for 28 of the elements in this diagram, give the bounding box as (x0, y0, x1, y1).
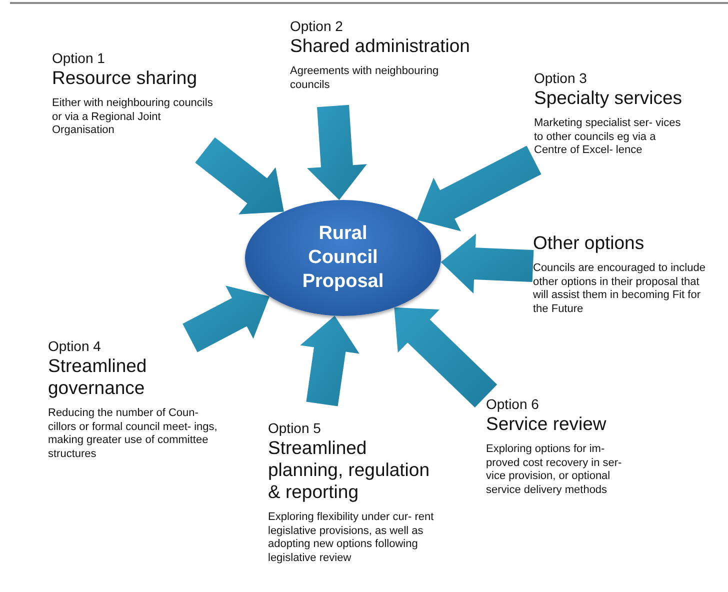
option-description: Either with neighbouring councils or via a Regional Joint Organisation (52, 97, 214, 138)
option-number: Option 4 (48, 338, 102, 355)
option-title: Resource sharing (52, 67, 198, 89)
block-arrow (300, 316, 360, 406)
option-title: Streamlined planning, regulation & reporting (268, 437, 430, 503)
option-description: Reducing the number of Coun- cillors or formal council meet- ings, making greater use of committee structures (48, 407, 218, 461)
option-number: Option 5 (268, 420, 322, 437)
block-arrow (440, 234, 534, 294)
block-arrow (182, 286, 270, 352)
option-title: Other options (533, 232, 646, 254)
option-number: Option 1 (52, 50, 106, 67)
option-title: Shared administration (290, 35, 471, 57)
option-description: Exploring flexibility under cur- rent legislative provisions, as well as adopting new options following legislative review (268, 511, 435, 565)
option-description: Agreements with neighbouring councils (290, 65, 440, 92)
option-description: Marketing specialist ser- vices to other councils eg via a Centre of Excel- lence (534, 117, 682, 158)
option-description: Exploring options for im- proved cost recovery in ser- vice provision, or optional service delivery methods (486, 443, 623, 497)
option-number: Option 3 (534, 70, 588, 87)
option-title: Streamlined governance (48, 355, 148, 399)
option-title: Service review (486, 413, 608, 435)
hub-label: Rural Council Proposal (301, 222, 385, 294)
block-arrow (195, 137, 284, 214)
block-arrow (394, 307, 498, 408)
block-arrow (307, 104, 367, 200)
option-description: Councils are encouraged to include other options in their proposal that will assist them in becoming Fit for the Future (533, 262, 706, 316)
option-number: Option 2 (290, 18, 344, 35)
option-title: Specialty services (534, 87, 684, 109)
option-number: Option 6 (486, 396, 540, 413)
block-arrow (417, 146, 542, 232)
